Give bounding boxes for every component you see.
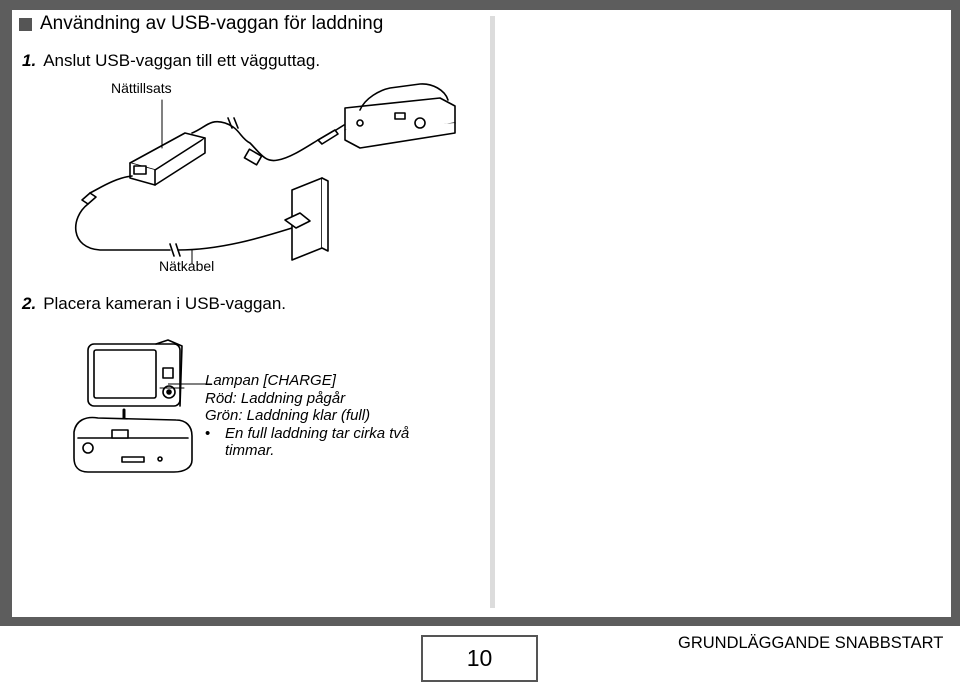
heading-text: Användning av USB-vaggan för laddning <box>40 13 384 34</box>
camera-cradle-illustration <box>73 339 212 473</box>
square-bullet-icon <box>19 17 32 31</box>
step-1-number: 1. <box>22 51 37 70</box>
step-2-number: 2. <box>22 294 37 313</box>
charging-setup-illustration <box>75 83 456 265</box>
column-divider <box>490 16 495 608</box>
note-bullet-item: • En full laddning tar cirka två timmar. <box>205 425 425 460</box>
bullet-dot-icon: • <box>205 424 211 442</box>
page-frame: Användning av USB-vaggan för laddning 1.… <box>0 0 960 626</box>
step-1-text: Anslut USB-vaggan till ett vägguttag. <box>43 51 321 70</box>
step-1: 1. Anslut USB-vaggan till ett vägguttag. <box>22 51 320 71</box>
note-bullet-text: En full laddning tar cirka två timmar. <box>225 424 410 460</box>
step-2-text: Placera kameran i USB-vaggan. <box>43 294 287 313</box>
power-cable-label: Nätkabel <box>159 258 215 274</box>
page-number-box: 10 <box>421 635 538 682</box>
manual-page: Användning av USB-vaggan för laddning 1.… <box>12 10 951 617</box>
step-2: 2. Placera kameran i USB-vaggan. <box>22 294 286 314</box>
section-title: GRUNDLÄGGANDE SNABBSTART <box>678 634 944 652</box>
note-green-status: Grön: Laddning klar (full) <box>205 407 371 424</box>
note-title: Lampan [CHARGE] <box>205 372 336 389</box>
section-heading: Användning av USB-vaggan för laddning <box>19 13 383 35</box>
page-number: 10 <box>466 645 493 671</box>
charge-lamp-note: Lampan [CHARGE] Röd: Laddning pågår Grön… <box>205 372 425 460</box>
adapter-label: Nättillsats <box>111 80 172 96</box>
note-red-status: Röd: Laddning pågår <box>205 389 346 407</box>
